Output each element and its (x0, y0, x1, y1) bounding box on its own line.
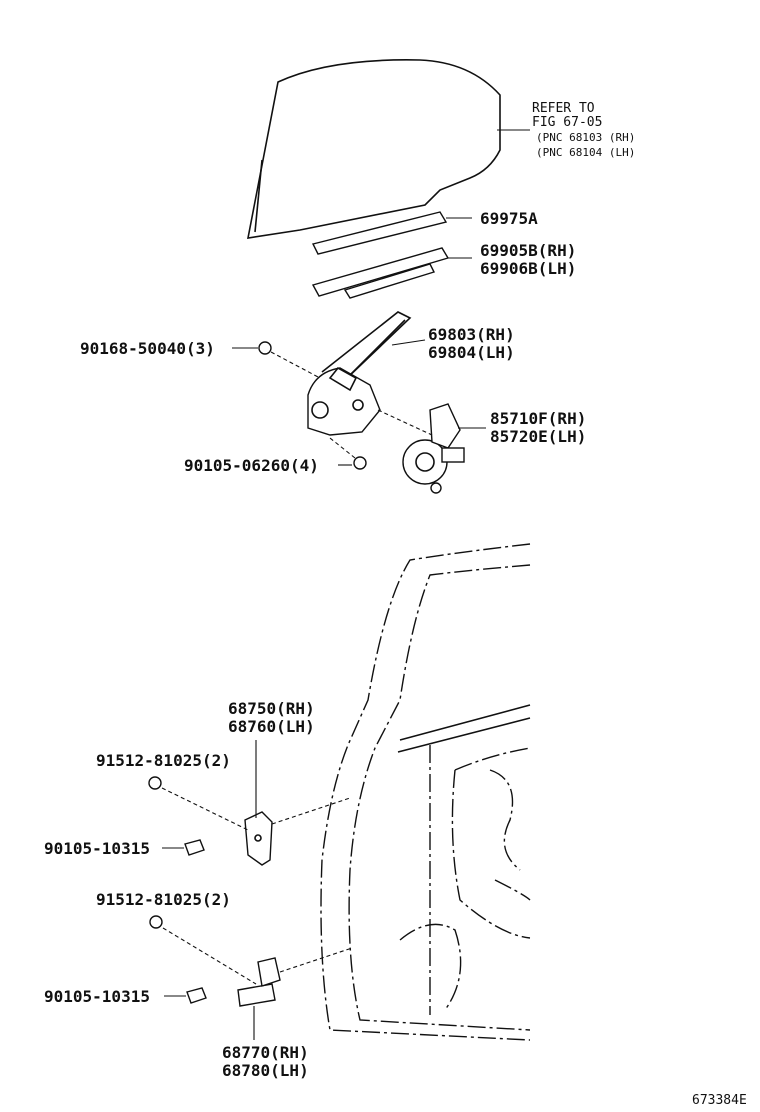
refer-line2: FIG 67-05 (532, 115, 602, 130)
bolt-90168-icon (258, 341, 321, 379)
label-90105-10315-b: 90105-10315 (44, 987, 150, 1006)
label-69804: 69804(LH) (428, 343, 515, 362)
label-68750: 68750(RH) (228, 699, 315, 718)
label-85720e: 85720E(LH) (490, 427, 586, 446)
label-90105-06260: 90105-06260(4) (184, 456, 319, 475)
lower-hinge (149, 915, 353, 1007)
label-69975a: 69975A (480, 209, 538, 228)
label-90105-10315-a: 90105-10315 (44, 839, 150, 858)
label-85710f: 85710F(RH) (490, 409, 586, 428)
refer-line1: REFER TO (532, 101, 595, 116)
label-69905b: 69905B(RH) (480, 241, 576, 260)
label-68780: 68780(LH) (222, 1061, 309, 1080)
label-91512-b: 91512-81025(2) (96, 890, 231, 909)
window-motor (377, 403, 465, 494)
refer-line3: (PNC 68103 (RH) (536, 131, 635, 144)
label-68760: 68760(LH) (228, 717, 315, 736)
door-glass (247, 59, 501, 239)
glass-channel (311, 211, 448, 255)
run-channel (311, 247, 450, 299)
bolt-90105-06260-icon (329, 437, 367, 470)
regulator-leader (391, 339, 426, 346)
label-90168: 90168-50040(3) (80, 339, 215, 358)
label-68770: 68770(RH) (222, 1043, 309, 1062)
refer-line4: (PNC 68104 (LH) (536, 146, 635, 159)
figure-id: 673384E (692, 1093, 747, 1108)
window-regulator (307, 311, 412, 436)
label-91512-a: 91512-81025(2) (96, 751, 231, 770)
label-69906b: 69906B(LH) (480, 259, 576, 278)
door-outline (320, 543, 531, 1041)
upper-hinge (148, 776, 351, 866)
label-69803: 69803(RH) (428, 325, 515, 344)
